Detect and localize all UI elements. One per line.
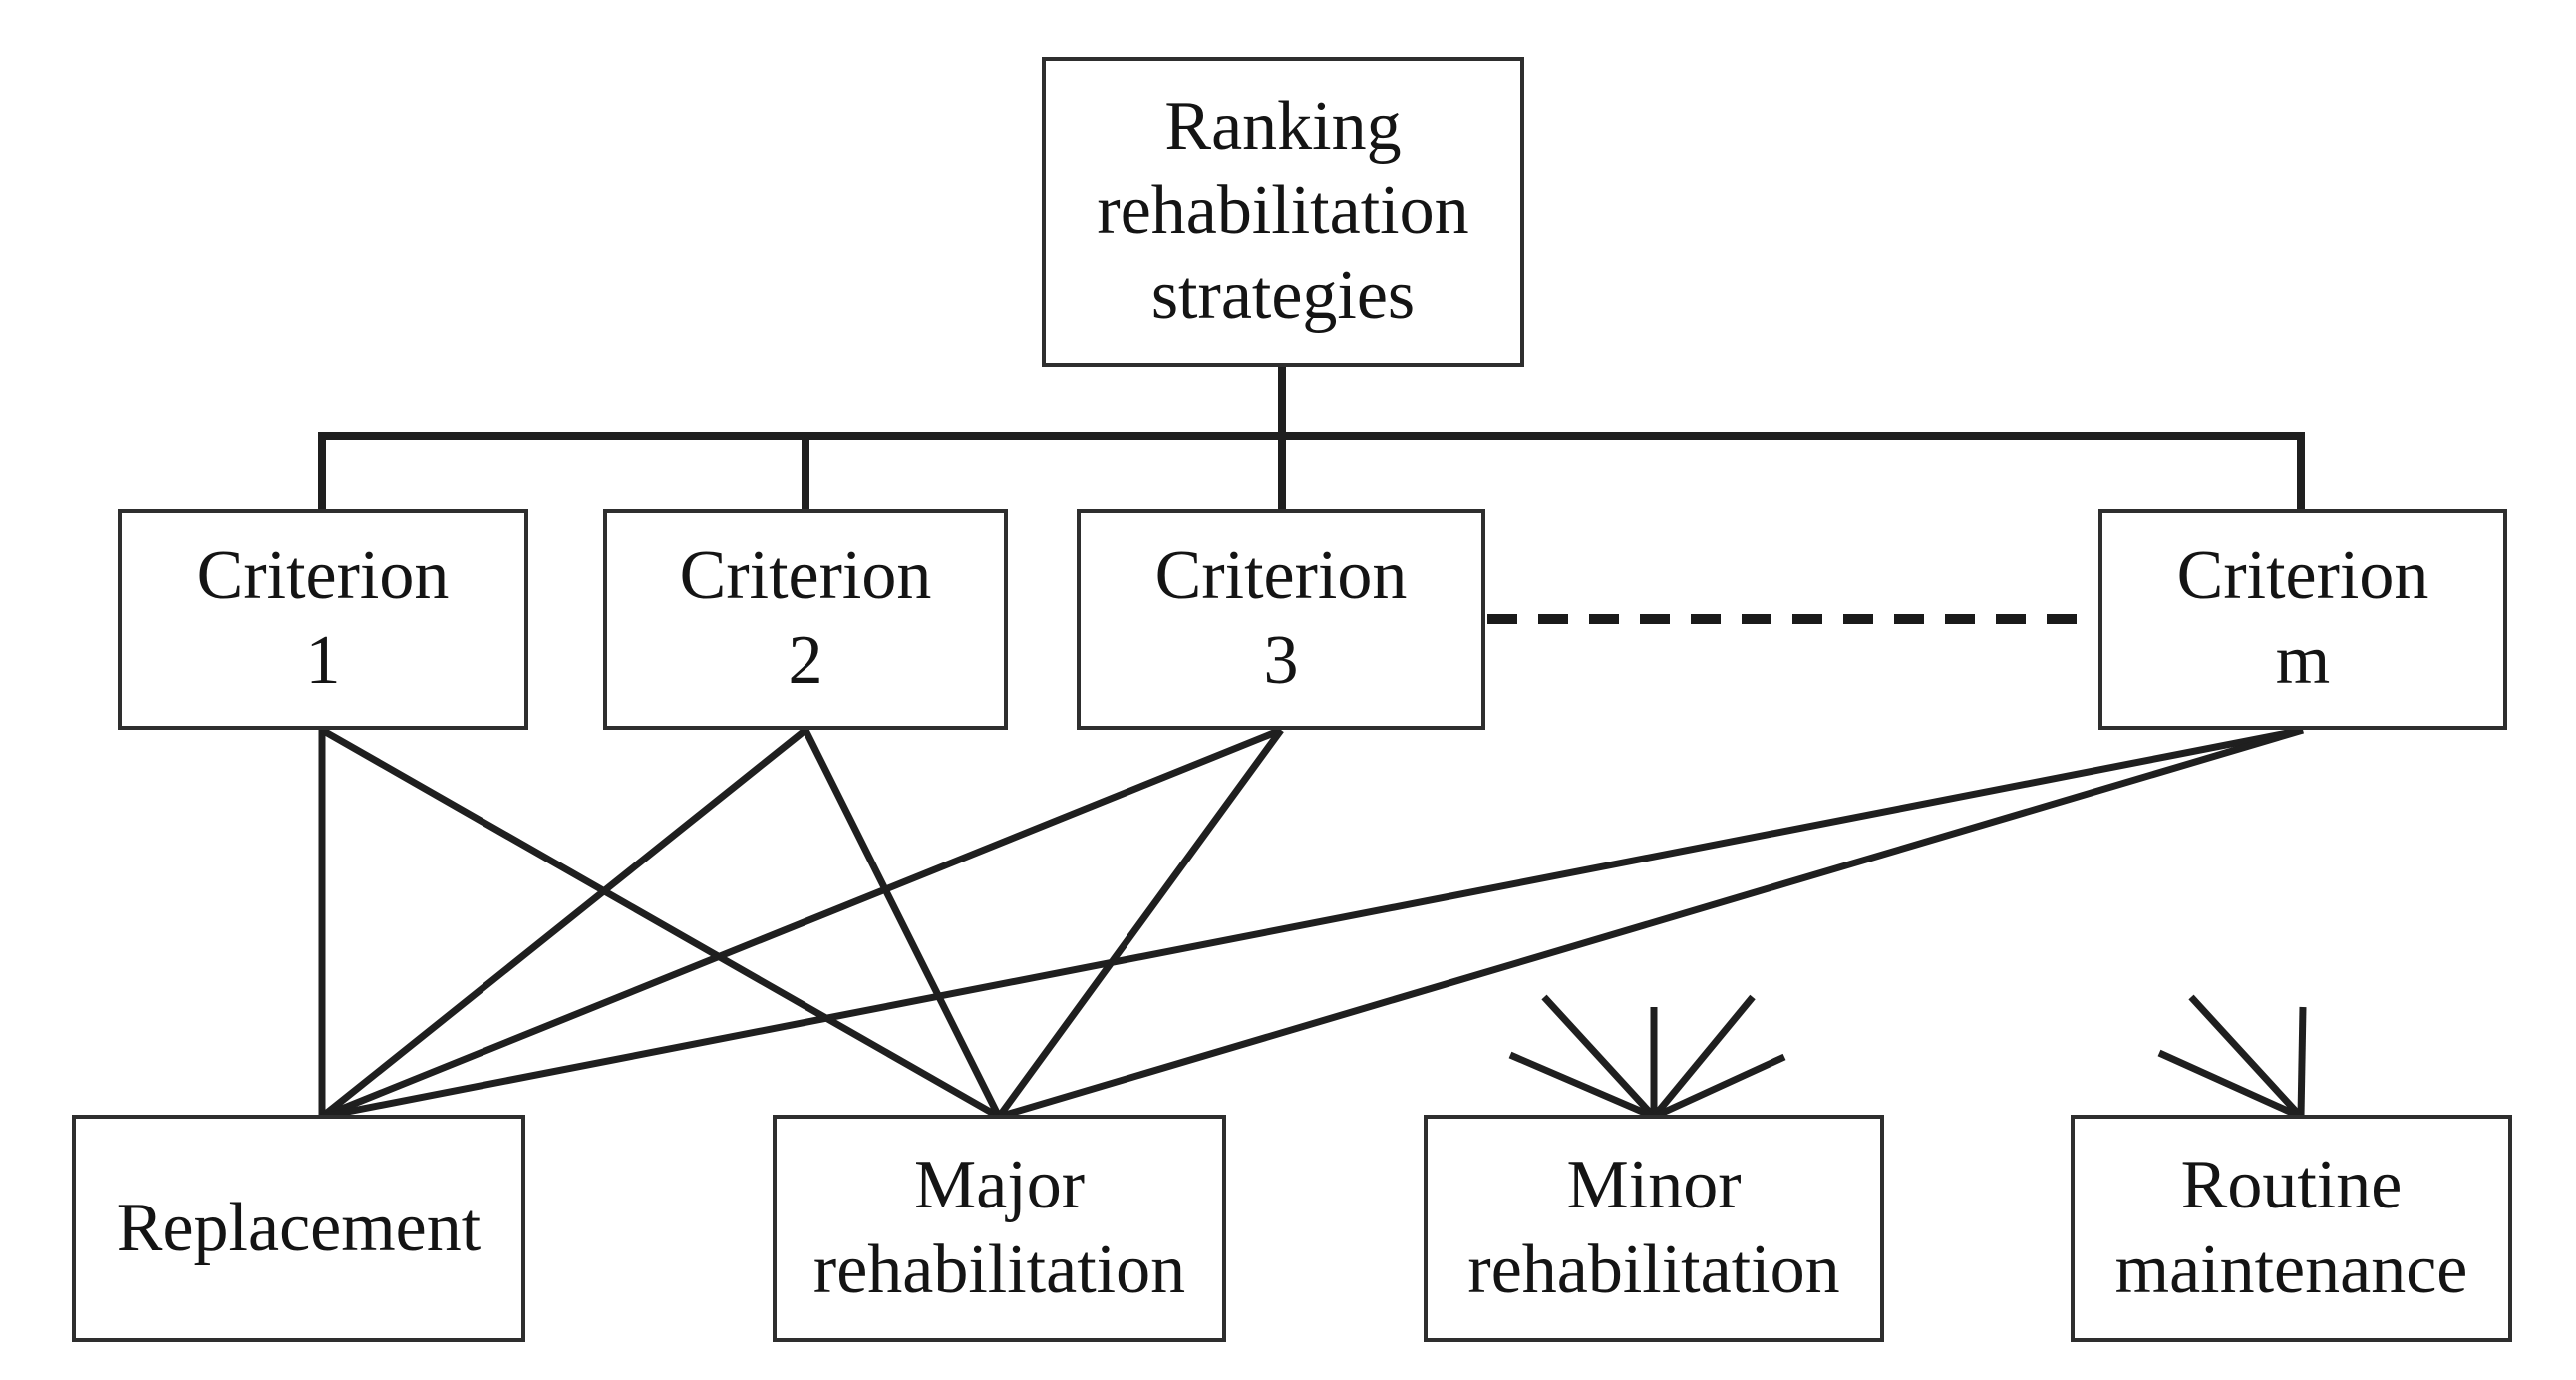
edge-fan-minor-left-shallow bbox=[1508, 1051, 1656, 1121]
node-major-rehabilitation-label-line: rehabilitation bbox=[812, 1231, 1186, 1308]
node-major-rehabilitation: Major rehabilitation bbox=[773, 1115, 1226, 1342]
node-minor-rehabilitation: Minor rehabilitation bbox=[1424, 1115, 1884, 1342]
node-replacement-label-line: Replacement bbox=[116, 1189, 482, 1266]
edge-criterion-3-major-rehabilitation bbox=[996, 727, 1284, 1120]
edge-fan-minor-right-shallow bbox=[1652, 1053, 1786, 1121]
node-criterion-3-label-line: 3 bbox=[1263, 622, 1299, 699]
edge-criterion-1-major-rehabilitation bbox=[320, 726, 1001, 1121]
edge-fan-minor-left-steep bbox=[1541, 994, 1657, 1120]
node-goal-label-line: strategies bbox=[1150, 256, 1416, 334]
node-replacement: Replacement bbox=[72, 1115, 525, 1342]
edge-criterion-m-replacement bbox=[321, 726, 2304, 1121]
node-goal-label-line: Ranking bbox=[1164, 88, 1402, 166]
edge-criterion-m-major-rehabilitation bbox=[998, 726, 2304, 1121]
node-routine-maintenance: Routine maintenance bbox=[2071, 1115, 2512, 1342]
node-routine-maintenance-label-line: Routine bbox=[2180, 1147, 2403, 1224]
node-criterion-1: Criterion 1 bbox=[118, 509, 528, 730]
edge-fan-routine-vertical bbox=[2297, 1006, 2307, 1118]
edge-criterion-2-major-rehabilitation bbox=[802, 728, 1003, 1119]
node-routine-maintenance-label-line: maintenance bbox=[2114, 1231, 2468, 1308]
node-criterion-2: Criterion 2 bbox=[603, 509, 1008, 730]
node-criterion-2-label-line: Criterion bbox=[679, 537, 932, 615]
node-criterion-2-label-line: 2 bbox=[788, 622, 823, 699]
node-criterion-m: Criterion m bbox=[2098, 509, 2507, 730]
edge-criterion-2-replacement bbox=[319, 727, 808, 1120]
node-criterion-3: Criterion 3 bbox=[1077, 509, 1485, 730]
edge-criterion-3-replacement bbox=[320, 726, 1283, 1121]
edge-fan-routine-left-shallow bbox=[2157, 1049, 2303, 1121]
node-minor-rehabilitation-label-line: Minor bbox=[1566, 1147, 1742, 1224]
node-goal-label-line: rehabilitation bbox=[1097, 172, 1469, 250]
node-criterion-m-label-line: Criterion bbox=[2176, 537, 2429, 615]
node-criterion-1-label-line: 1 bbox=[305, 622, 341, 699]
edge-fan-minor-right-steep bbox=[1651, 994, 1756, 1120]
edge-fan-routine-left-steep bbox=[2188, 994, 2304, 1120]
node-criterion-m-label-line: m bbox=[2275, 622, 2331, 699]
node-goal: Ranking rehabilitation strategies bbox=[1042, 57, 1524, 367]
node-criterion-1-label-line: Criterion bbox=[196, 537, 450, 615]
node-major-rehabilitation-label-line: Major bbox=[913, 1147, 1086, 1224]
node-minor-rehabilitation-label-line: rehabilitation bbox=[1467, 1231, 1840, 1308]
node-criterion-3-label-line: Criterion bbox=[1154, 537, 1408, 615]
